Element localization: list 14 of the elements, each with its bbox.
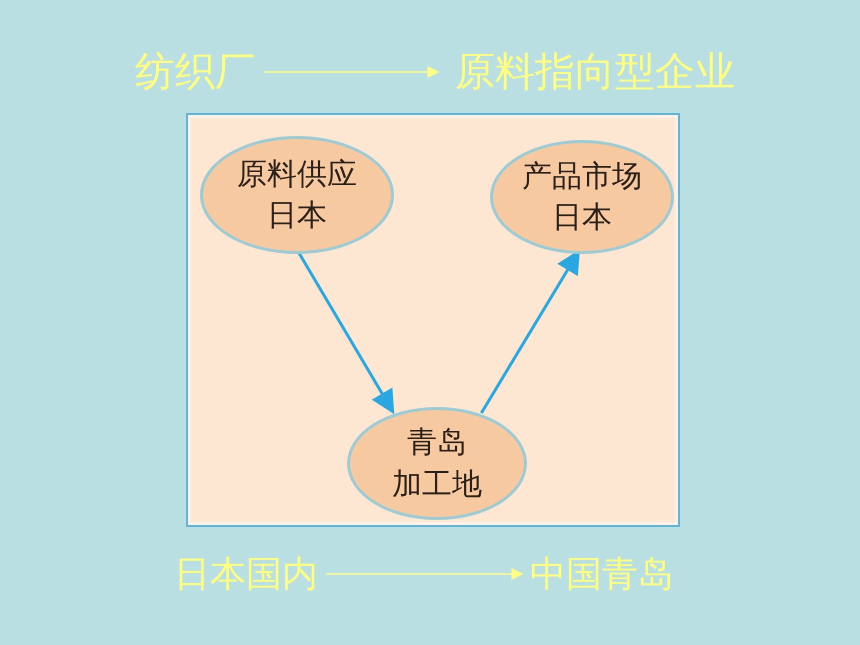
node-text: 加工地 (392, 466, 482, 503)
node-text: 日本 (267, 197, 327, 234)
arrow (326, 568, 524, 580)
node-text: 原料指向型企业 (455, 48, 735, 97)
node-text: 原料供应 (237, 156, 357, 193)
arrow (264, 66, 440, 78)
diagram-panel (186, 113, 680, 527)
node-text: 纺织厂 (135, 48, 255, 97)
node-text: 产品市场 (522, 158, 642, 195)
node-text: 青岛 (407, 424, 467, 462)
arrow (297, 251, 394, 414)
node-text: 日本国内 (174, 552, 318, 596)
node-text: 日本 (552, 199, 612, 236)
node-text: 中国青岛 (530, 552, 674, 596)
